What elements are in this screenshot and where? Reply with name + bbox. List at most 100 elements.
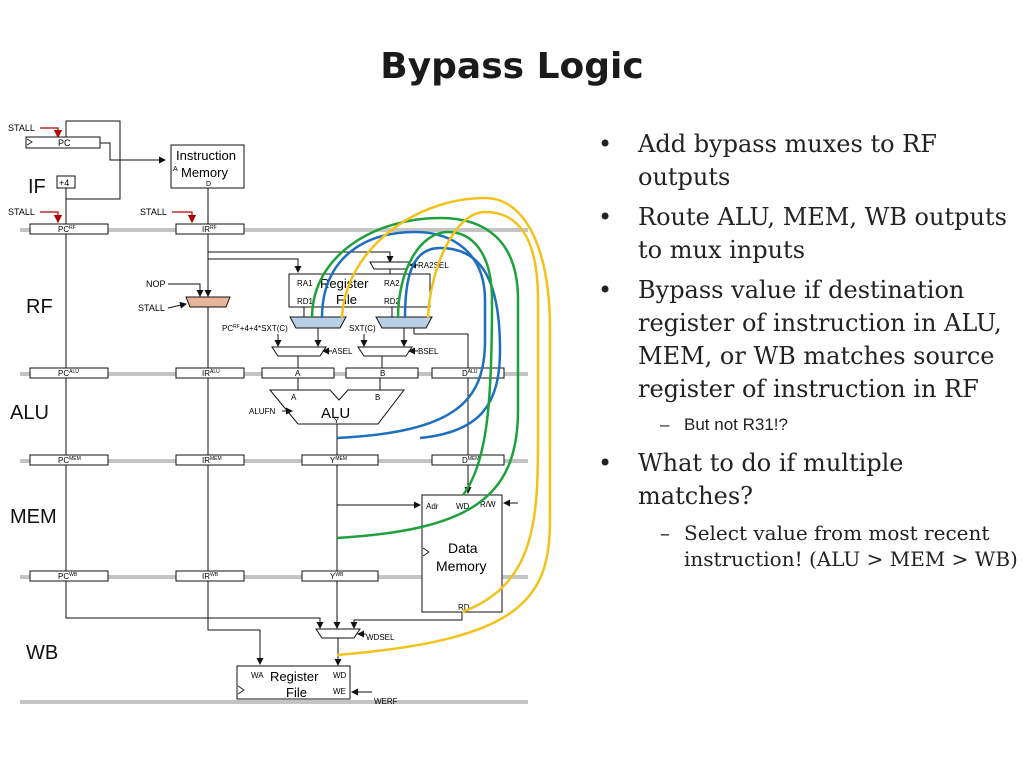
bullet-text: Bypass value if destination register of … [638, 276, 1002, 403]
ir-rf-name: IR [202, 225, 210, 234]
bullet-item: •Add bypass muxes to RF outputs [598, 128, 1018, 194]
d-mem-sup: MEM [468, 456, 480, 462]
ir-rf-register [175, 223, 245, 235]
rf-label-1: Register [320, 276, 369, 291]
pc-rf-register [29, 223, 109, 235]
dmem-label-2: Memory [436, 558, 487, 574]
bypass-routes [310, 196, 552, 657]
rf-port-ra2: RA2 [384, 279, 400, 288]
pc-rf-sup: RF [69, 225, 76, 231]
sub-bullet-text: Select value from most recent instructio… [684, 521, 1018, 571]
pipeline-bars [20, 228, 528, 704]
rfwb-label-2: File [286, 685, 307, 700]
pc-mem-register [29, 454, 109, 466]
plus4-label: +4 [59, 178, 69, 188]
alufn-label: ALUFN [249, 407, 275, 416]
pc-alu-register [29, 367, 109, 379]
sub-bullet-item: –But not R31!? [598, 413, 1018, 437]
bullet-dot: • [598, 203, 613, 231]
pc-expr-label: PCRF+4+4*SXT(C) [222, 324, 288, 333]
ir-wb-name: IR [202, 572, 210, 581]
rf-port-rd2: RD2 [384, 297, 401, 306]
bsel-mux [357, 346, 413, 357]
nop-mux [185, 296, 231, 308]
nop-label: NOP [146, 279, 166, 289]
pc-wb-name: PC [58, 572, 69, 581]
ir-rf-label: IRRF [202, 225, 217, 234]
pc-wb-register [29, 570, 109, 582]
imem-port-d: D [206, 181, 211, 188]
y-wb-name: Y [330, 572, 336, 581]
sxt-label: SXT(C) [349, 324, 376, 333]
y-mem-sup: MEM [335, 456, 347, 462]
rf-label-2: File [336, 292, 357, 307]
y-mem-register [301, 454, 379, 466]
dmem-port-rw: R/W [480, 500, 496, 509]
rfwb-port-we: WE [333, 687, 346, 696]
alu-port-y: Y [334, 418, 339, 425]
d-alu-sup: ALU [468, 369, 478, 375]
imem-port-a: A [173, 166, 178, 173]
ir-alu-sup: ALU [210, 369, 220, 375]
pc-mem-label: PCMEM [58, 456, 81, 465]
ir-mem-register [175, 454, 245, 466]
dmem-label-1: Data [448, 540, 478, 556]
imem-label-1: Instruction [176, 148, 236, 163]
ir-wb-register [175, 570, 245, 582]
y-mem-name: Y [330, 456, 336, 465]
stall-if-rf-label: STALL [8, 207, 35, 217]
b-register [345, 367, 419, 379]
pc-mem-sup: MEM [69, 456, 81, 462]
y-wb-label: YWB [330, 572, 344, 581]
bypass-path-blue-b [403, 246, 502, 440]
ir-alu-register [175, 367, 245, 379]
alu-block [268, 389, 406, 425]
bypass-mux-a [289, 316, 347, 329]
y-mem-label: YMEM [330, 456, 347, 465]
wdsel-mux [315, 628, 361, 639]
imem-label-2: Memory [181, 165, 228, 180]
dmem-port-wd: WD [456, 502, 470, 511]
ir-rf-sup: RF [210, 225, 217, 231]
pc-mem-name: PC [58, 456, 69, 465]
alu-port-b: B [375, 393, 380, 402]
slide-title: Bypass Logic [380, 46, 644, 87]
rfwb-port-wa: WA [251, 671, 264, 680]
bypass-path-green-b [396, 230, 494, 496]
ir-wb-label: IRWB [202, 572, 219, 581]
pc-alu-label: PCALU [58, 369, 79, 378]
alu-port-a: A [291, 393, 297, 402]
pc-expr-sup: RF [233, 324, 240, 330]
ir-alu-label: IRALU [202, 369, 220, 378]
instruction-memory [170, 144, 245, 189]
stall-ir-label: STALL [140, 207, 167, 217]
ir-mem-label: IRMEM [202, 456, 222, 465]
bypass-path-yellow-a [336, 196, 552, 657]
sub-bullet-dash: – [660, 415, 670, 434]
werf-label: WERF [374, 697, 398, 706]
pc-rf-name: PC [58, 225, 69, 234]
pc-rf-label: PCRF [58, 225, 76, 234]
plus4-box [56, 175, 76, 189]
bullet-dot: • [598, 130, 613, 158]
bullet-dot: • [598, 276, 613, 304]
bypass-path-yellow-b [426, 210, 540, 614]
y-wb-sup: WB [335, 572, 344, 578]
d-alu-label: DALU [462, 369, 478, 378]
rfwb-label-1: Register [270, 669, 319, 684]
stage-rf-label: RF [26, 296, 53, 318]
register-file-wb [236, 665, 351, 700]
ir-mem-sup: MEM [210, 456, 222, 462]
y-wb-register [301, 570, 379, 582]
sub-bullet-dash: – [660, 521, 670, 545]
bullet-text: Route ALU, MEM, WB outputs to mux inputs [638, 203, 1007, 264]
a-register-label: A [295, 369, 301, 378]
d-mem-name: D [462, 456, 468, 465]
bypass-path-green-a [310, 216, 520, 540]
sub-bullet-item: –Select value from most recent instructi… [598, 520, 1018, 572]
bsel-label: BSEL [418, 347, 439, 356]
pc-expr-body: +4+4*SXT(C) [240, 324, 288, 333]
pc-wb-sup: WB [69, 572, 78, 578]
ir-alu-name: IR [202, 369, 210, 378]
bullet-list: •Add bypass muxes to RF outputs • Route A… [598, 128, 1018, 572]
